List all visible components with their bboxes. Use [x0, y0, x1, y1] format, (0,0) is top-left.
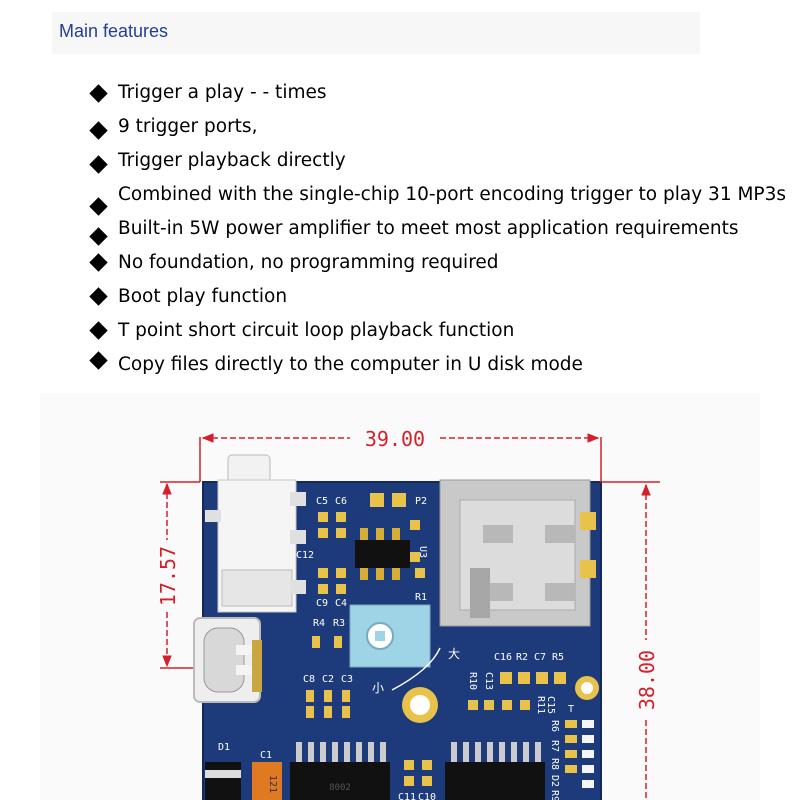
label-r1: R1 [415, 592, 427, 603]
label-r3: R3 [333, 618, 345, 629]
volume-arrow [391, 647, 441, 691]
label-c2: C2 [322, 674, 334, 685]
smd-components [306, 493, 577, 786]
diode-d1 [205, 762, 241, 800]
dimension-left [160, 481, 200, 669]
label-r9: R9 [549, 790, 560, 800]
feature-text: Built-in 5W power amplifier to meet most… [118, 218, 739, 239]
label-r8: R8 [549, 758, 560, 770]
label-r6: R6 [549, 720, 560, 732]
feature-text: Trigger a play - - times [118, 82, 327, 103]
ic-u3 [355, 528, 410, 580]
ic-left-marking: 8002 [329, 783, 351, 793]
ic-amplifier-right [445, 742, 545, 800]
label-c10: C10 [418, 792, 436, 800]
feature-text: Boot play function [118, 286, 288, 307]
capacitor-c1-marking: 121 [267, 775, 278, 793]
capacitor-c1 [252, 762, 282, 800]
usb-c-port [193, 617, 262, 703]
label-r2: R2 [516, 652, 528, 663]
label-c12: C12 [296, 550, 314, 561]
header-band [52, 12, 700, 54]
dimension-right [601, 481, 660, 800]
potentiometer [349, 604, 431, 668]
label-big: 大 [448, 647, 460, 661]
sd-card-slot [439, 479, 596, 627]
label-c11: C11 [398, 792, 416, 800]
dimension-left-label: 17.57 [156, 546, 180, 606]
label-c9: C9 [316, 598, 328, 609]
label-u3: U3 [417, 546, 428, 558]
feature-text: Copy files directly to the computer in U… [118, 354, 583, 375]
label-r5: R5 [552, 652, 564, 663]
label-c7: C7 [534, 652, 546, 663]
audio-jack [205, 454, 306, 613]
label-c15: C15 [545, 696, 556, 714]
label-p2: P2 [415, 496, 427, 507]
label-r11: R11 [535, 696, 546, 714]
label-t: T [568, 704, 574, 715]
label-d2: D2 [549, 775, 560, 787]
label-r4: R4 [313, 618, 325, 629]
white-pads [582, 720, 594, 788]
label-r10: R10 [467, 672, 478, 690]
feature-text: Trigger playback directly [118, 150, 346, 171]
label-c8: C8 [303, 674, 315, 685]
label-c4: C4 [335, 598, 347, 609]
label-c3: C3 [341, 674, 353, 685]
feature-text: T point short circuit loop playback func… [118, 320, 515, 341]
label-c16: C16 [494, 652, 512, 663]
section-title: Main features [59, 21, 169, 41]
dimension-width-label: 39.00 [365, 427, 425, 451]
label-c5: C5 [316, 496, 328, 507]
label-c6: C6 [335, 496, 347, 507]
label-c1: C1 [260, 750, 272, 761]
ic-amplifier-left [290, 742, 390, 800]
feature-text: No foundation, no programming required [118, 252, 499, 273]
feature-text: Combined with the single-chip 10-port en… [118, 184, 786, 205]
dimension-width [199, 433, 602, 482]
feature-text: 9 trigger ports, [118, 116, 258, 137]
label-c13: C13 [483, 672, 494, 690]
label-d1: D1 [218, 742, 230, 753]
label-r7: R7 [549, 740, 560, 752]
label-small: 小 [372, 681, 384, 695]
dimension-right-label: 38.00 [635, 650, 659, 710]
